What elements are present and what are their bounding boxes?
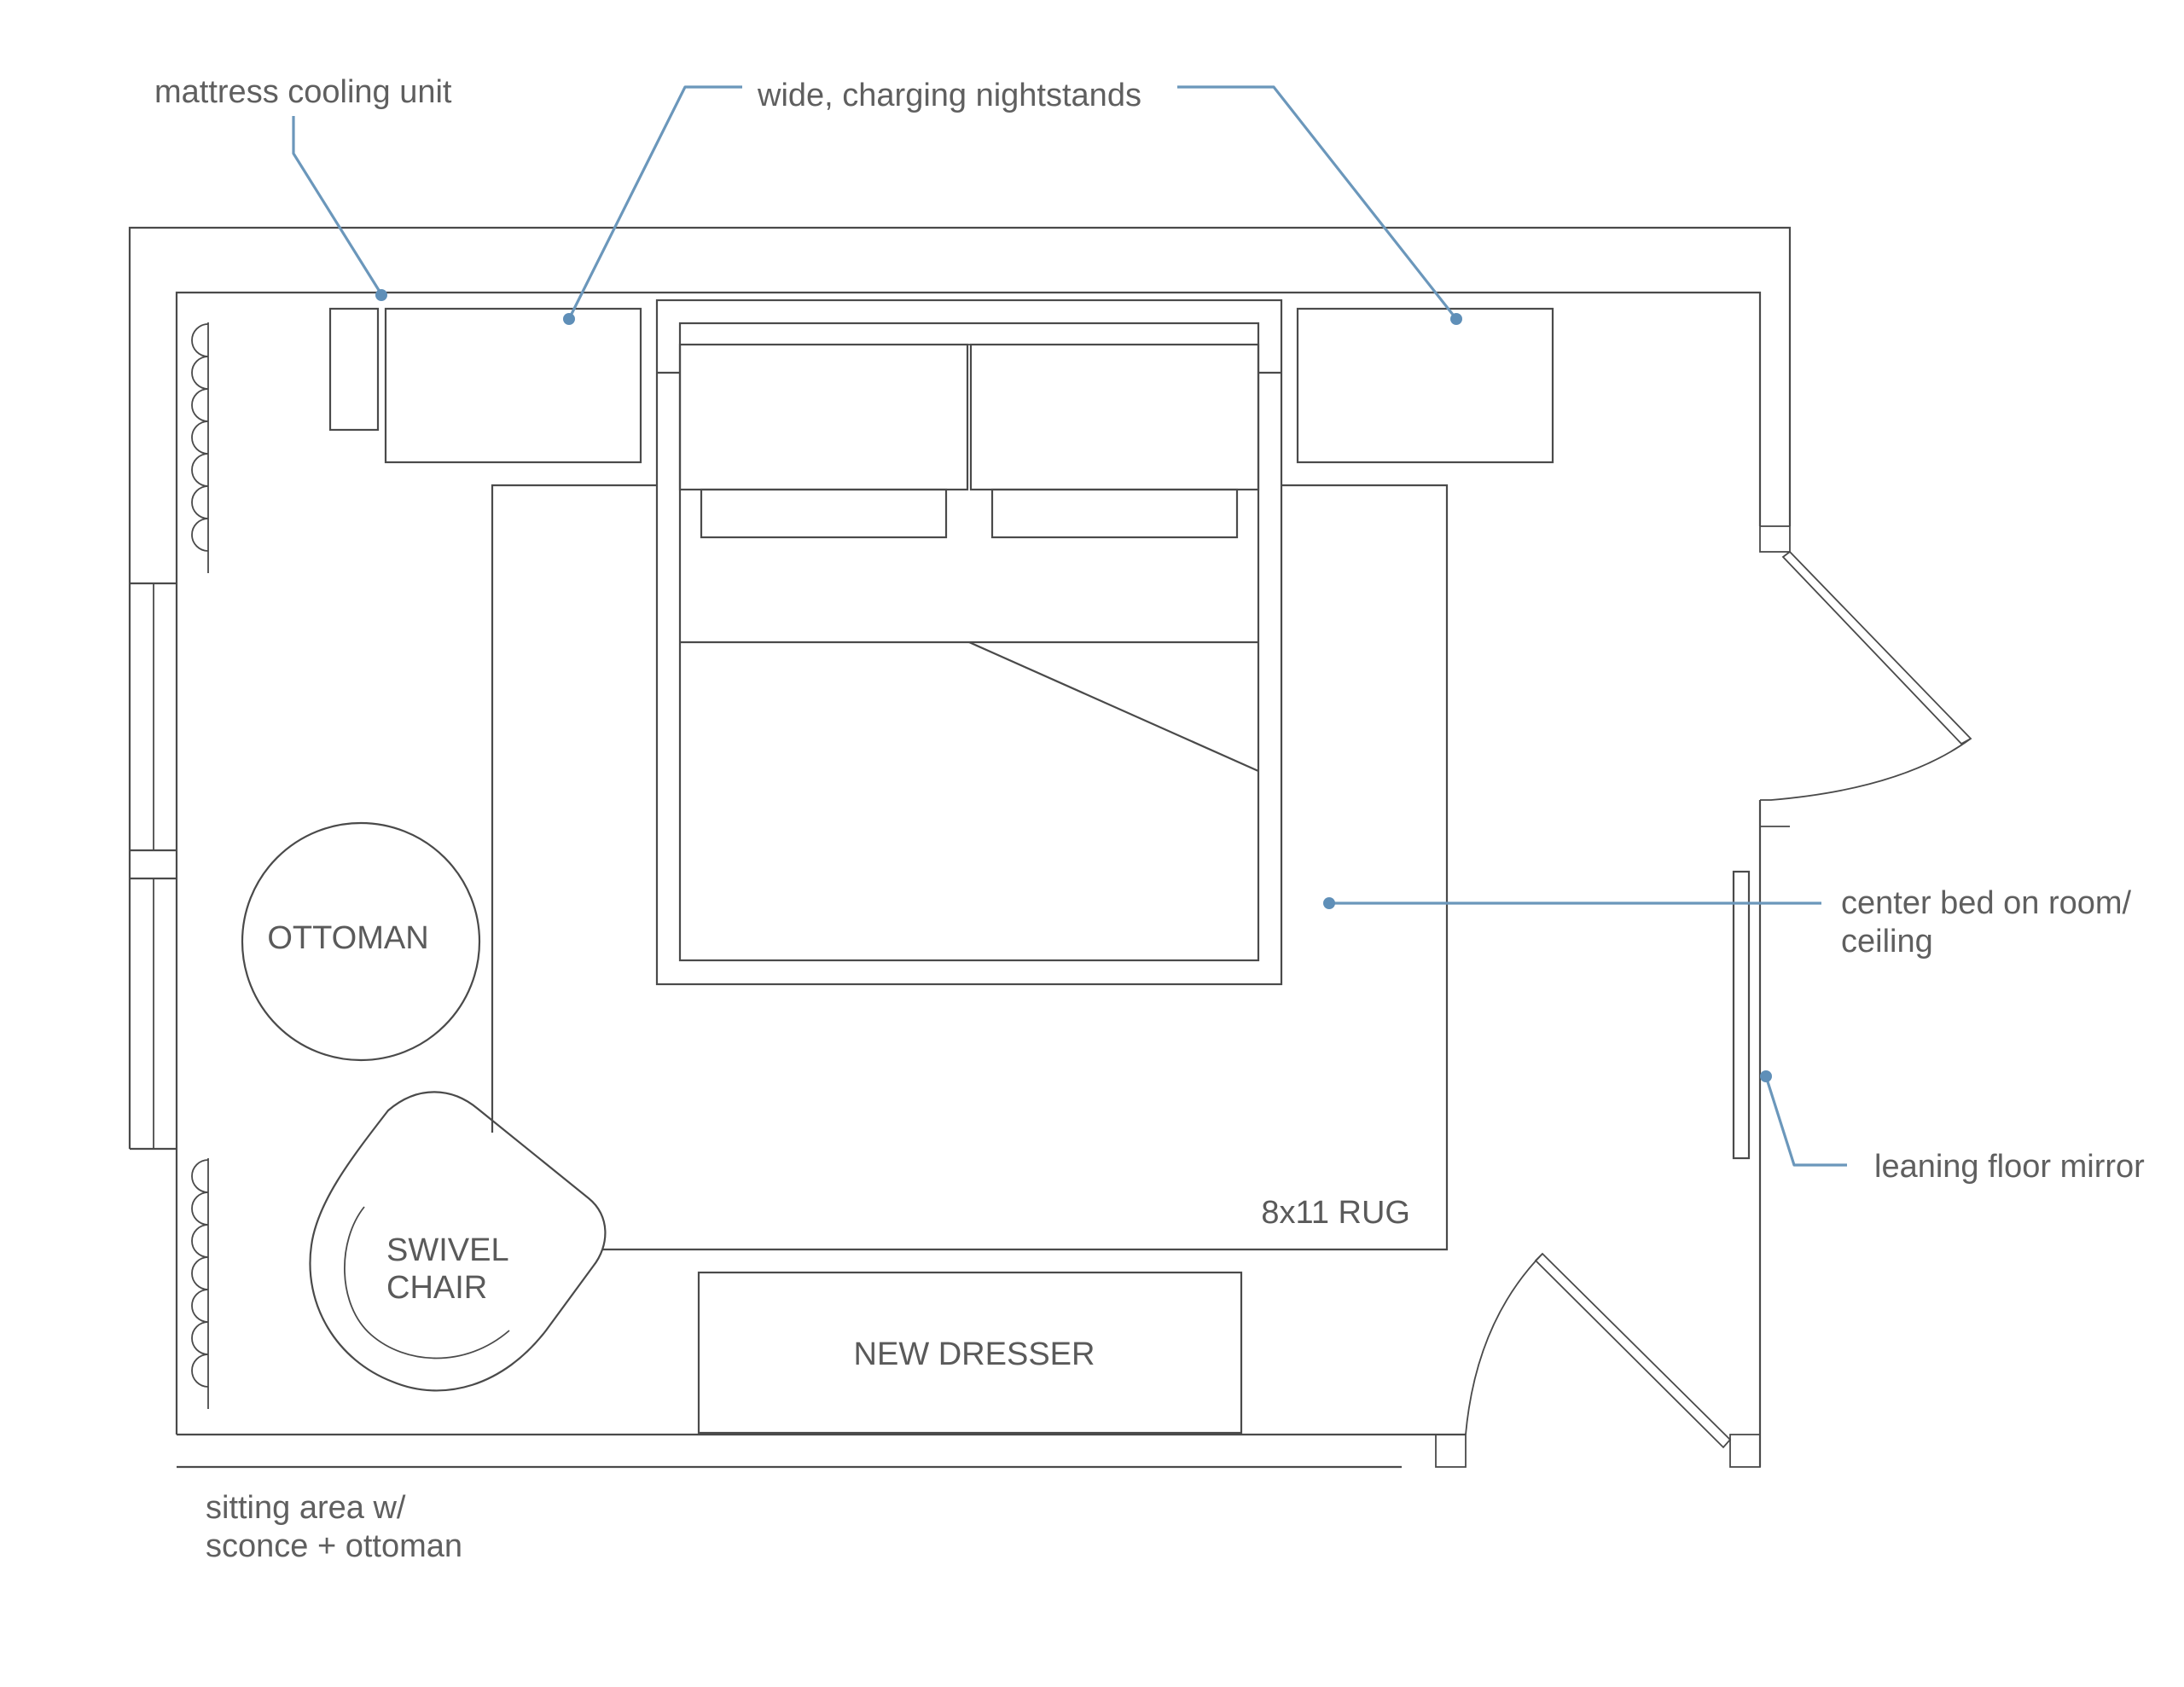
nightstand-right [1296,307,1554,464]
leader-nightstand-left [567,85,742,320]
right-door-swing [1760,738,1972,801]
rug [491,484,1449,1251]
mattress-cooling-unit [328,307,380,432]
dresser [697,1271,1243,1435]
leader-nightstand-right [1177,85,1458,320]
bottom-door-swing [1465,1253,1543,1435]
floor-mirror-label: leaning floor mirror [1874,1149,2145,1185]
sitting-area-label-line1: sitting area w/ [206,1490,406,1526]
leader-nightstand-left-dot [563,313,575,325]
throw-pillow-right [990,488,1239,539]
curtain-bottom [191,1159,209,1388]
leader-nightstand-right-dot [1450,313,1462,325]
bottom-door-leaf [1534,1252,1732,1449]
pillow-left [678,343,969,491]
ottoman-label: OTTOMAN [267,920,428,956]
outer-wall [128,226,1792,1149]
swivel-chair-label-line2: CHAIR [386,1270,487,1306]
bed-frame [655,299,1283,986]
swivel-chair-seat-arc [344,1206,510,1359]
curtains [191,322,209,1409]
right-door-leaf [1781,550,1972,745]
swivel-chair-label-line1: SWIVEL [386,1232,509,1268]
curtain-top [191,323,209,552]
bed [655,299,1283,986]
leader-center-bed-dot [1323,897,1335,909]
throw-pillow-left [700,488,948,539]
nightstand-left [384,307,642,464]
bottom-door-jamb-right [1729,1434,1761,1468]
floor-mirror [1732,870,1751,1160]
swivel-chair-body [309,1091,607,1392]
mattress-cooling-unit-label: mattress cooling unit [154,74,452,110]
leader-cooling-unit-dot [375,289,387,301]
center-bed-label-line2: ceiling [1841,924,1933,959]
nightstands-label: wide, charging nightstands [757,78,1141,113]
leader-cooling-unit [292,116,383,295]
sitting-area-label-line2: sconce + ottoman [206,1528,462,1564]
leader-floor-mirror [1764,1075,1847,1167]
ottoman [241,821,481,1062]
callout-leaders [292,85,1847,1167]
furniture [241,299,1751,1435]
callout-labels: mattress cooling unit wide, charging nig… [154,74,2145,1564]
center-bed-label-line1: center bed on room/ [1841,885,2132,921]
leader-floor-mirror-dot [1760,1070,1772,1082]
rug-label: 8x11 RUG [1261,1195,1410,1231]
furniture-labels: OTTOMAN SWIVEL CHAIR 8x11 RUG NEW DRESSE… [267,920,1410,1372]
duvet-corner [968,641,1259,773]
swivel-chair [309,1091,607,1392]
right-door-jamb-top [1759,525,1791,553]
dresser-label: NEW DRESSER [854,1336,1095,1372]
inner-wall [175,291,1762,1435]
bottom-door-jamb-left [1435,1434,1467,1468]
doors [1435,525,1972,1468]
pillow-right [969,343,1260,491]
